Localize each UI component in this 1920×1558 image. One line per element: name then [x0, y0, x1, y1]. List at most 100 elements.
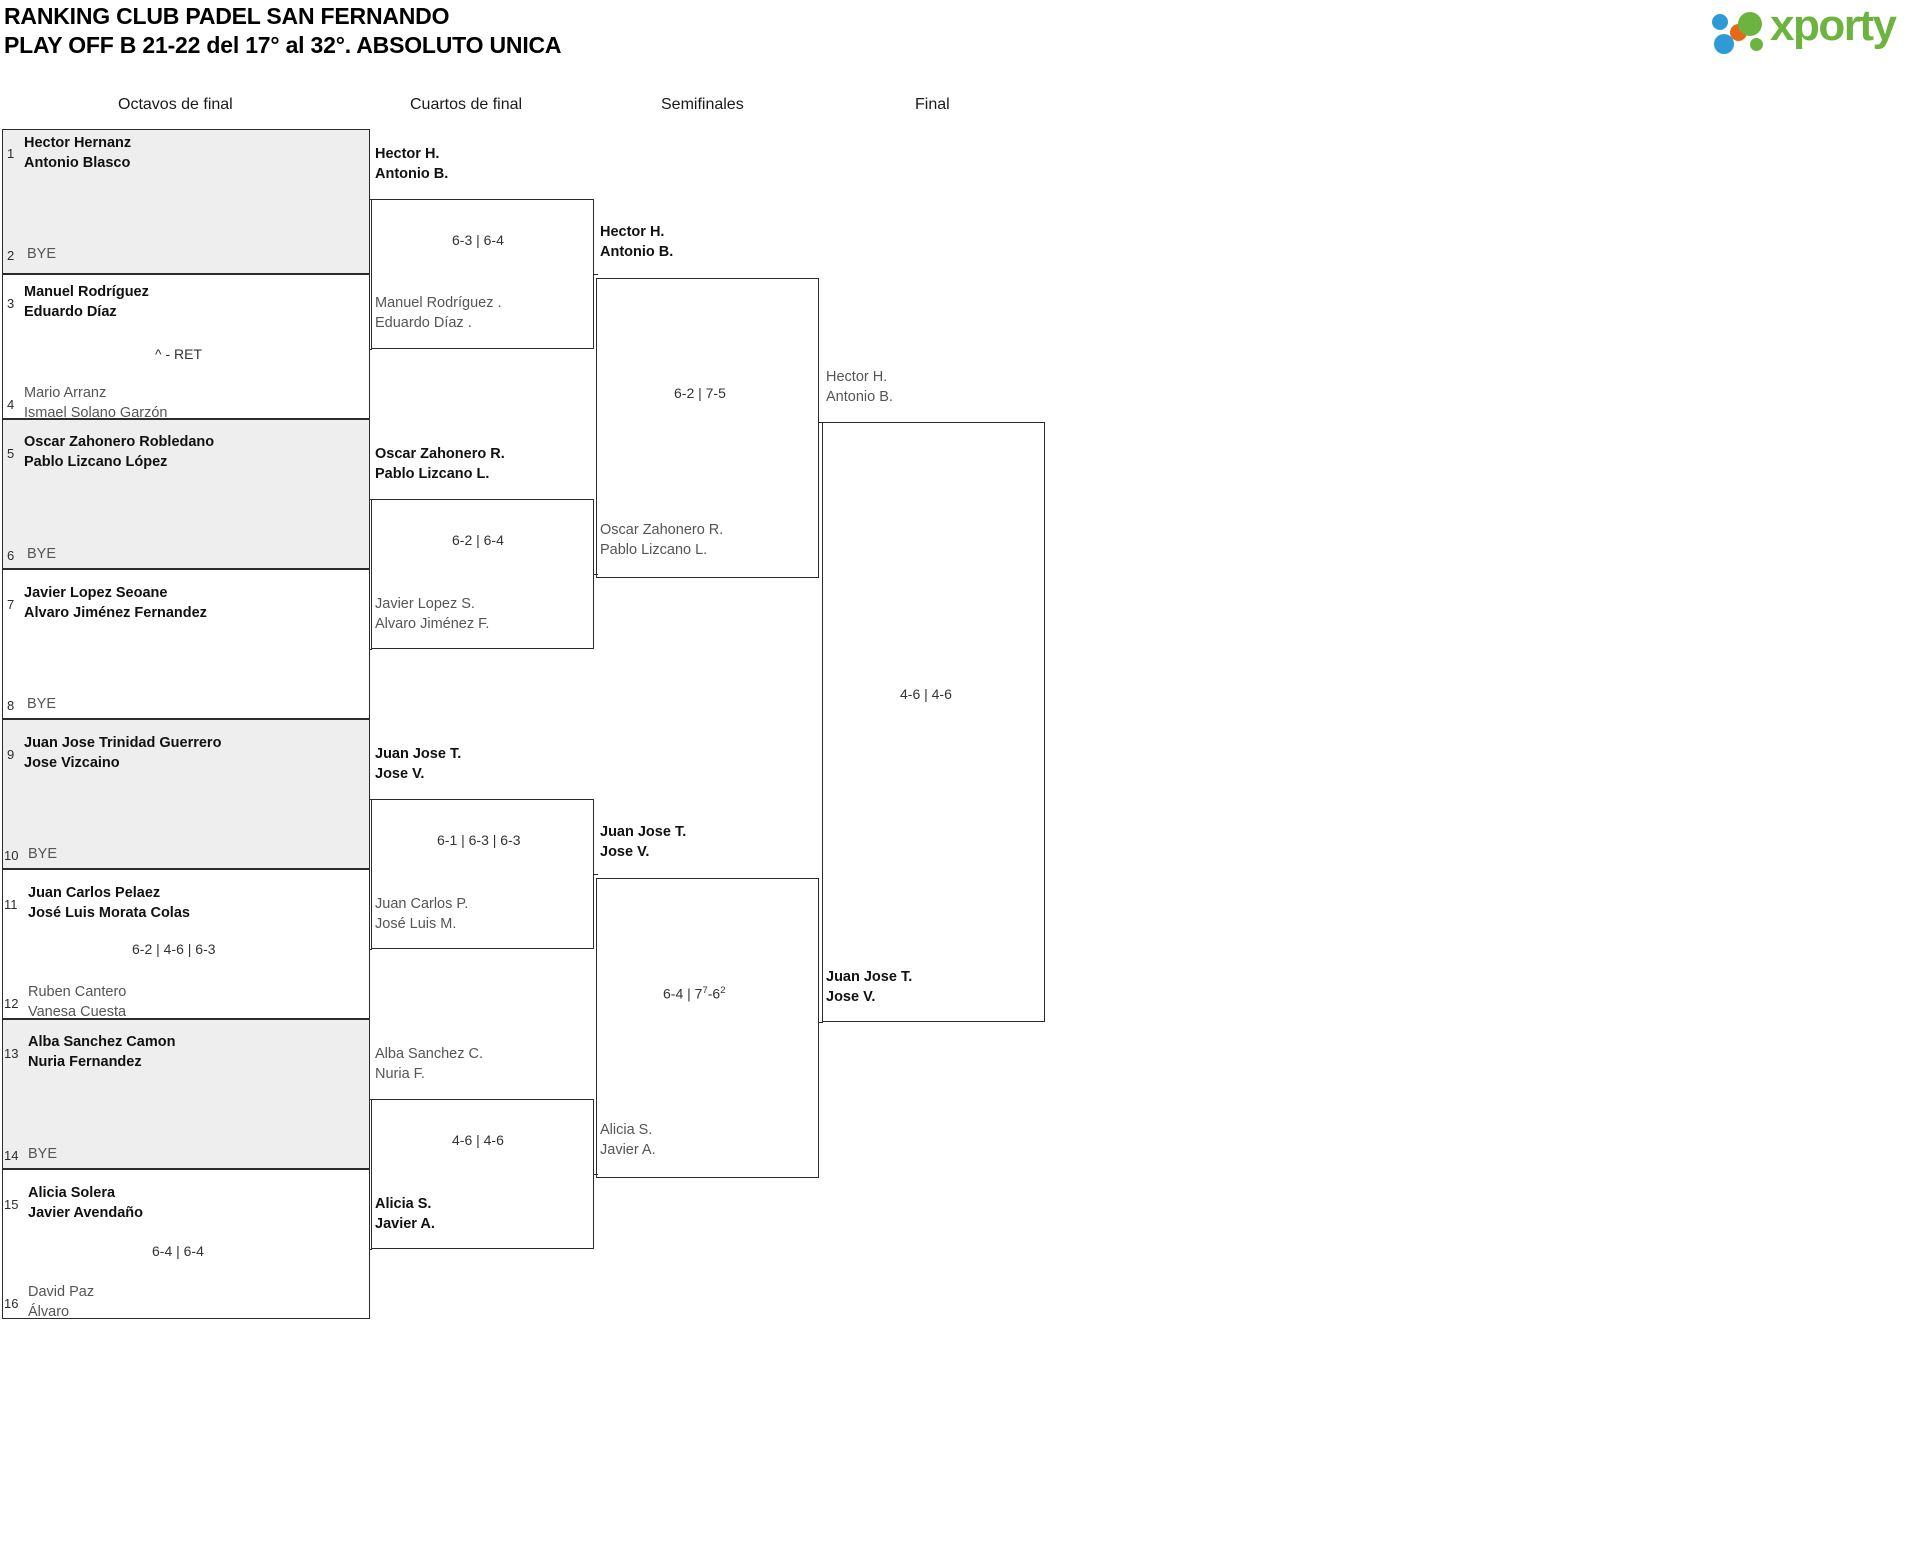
qf-match-3-box[interactable] [371, 799, 594, 949]
qf-match-score: 6-3 | 6-4 [452, 232, 504, 248]
team-player-1: Oscar Zahonero R. [600, 522, 724, 538]
seed-number: 13 [4, 1046, 19, 1061]
team-player-2: Eduardo Díaz . [375, 314, 472, 331]
round-header-semifinales: Semifinales [661, 96, 744, 113]
sf-match-score: 6-2 | 7-5 [674, 385, 726, 401]
r1-match-score: 6-2 | 4-6 | 6-3 [132, 941, 216, 957]
r1-match-2-box[interactable] [2, 274, 370, 419]
qf-team-top: Juan Jose T. Jose V. [375, 745, 461, 784]
connector-line [370, 349, 372, 350]
connector-line [819, 422, 823, 423]
qf-match-score: 6-1 | 6-3 | 6-3 [437, 832, 521, 848]
qf-match-4-box[interactable] [371, 1099, 594, 1249]
seed-number: 2 [7, 248, 15, 263]
final-match-score: 4-6 | 4-6 [900, 686, 952, 702]
team-player-1: Juan Jose Trinidad Guerrero [24, 735, 222, 751]
r1-team-bottom: Mario Arranz Ismael Solano Garzón [24, 384, 167, 423]
r1-team-top: Alba Sanchez Camon Nuria Fernandez [28, 1033, 175, 1072]
team-player-2: Javier Avendaño [28, 1204, 143, 1221]
connector-line [819, 1022, 823, 1023]
r1-match-4-box[interactable] [2, 569, 370, 719]
team-player-1: Hector H. [600, 224, 665, 240]
qf-team-bottom: Manuel Rodríguez . Eduardo Díaz . [375, 294, 502, 333]
score-tiebreak-1: 7 [702, 985, 708, 996]
qf-match-score: 4-6 | 4-6 [452, 1132, 504, 1148]
team-player-2: Nuria F. [375, 1065, 425, 1082]
team-player-1: Javier Lopez S. [375, 596, 475, 612]
r1-team-top: Manuel Rodríguez Eduardo Díaz [24, 283, 149, 322]
r1-match-score: ^ - RET [155, 346, 203, 362]
qf-team-top: Hector H. Antonio B. [375, 145, 448, 184]
qf-team-bottom: Alicia S. Javier A. [375, 1195, 435, 1234]
team-player-2: Jose V. [375, 765, 425, 782]
qf-match-2-box[interactable] [371, 499, 594, 649]
r1-team-bottom: David Paz Álvaro [28, 1283, 94, 1322]
score-main: 6-4 | 7 [663, 985, 703, 1002]
team-player-1: Hector Hernanz [24, 135, 132, 151]
sf-match-1-box[interactable] [596, 278, 819, 578]
team-player-1: Mario Arranz [24, 385, 107, 401]
team-player-2: José Luis Morata Colas [28, 904, 190, 921]
team-player-1: Manuel Rodríguez . [375, 295, 502, 311]
round-header-cuartos: Cuartos de final [410, 96, 523, 113]
team-player-2: Antonio Blasco [24, 154, 131, 171]
team-player-1: Alicia Solera [28, 1185, 116, 1201]
r1-team-top: Juan Jose Trinidad Guerrero Jose Vizcain… [24, 734, 221, 773]
seed-number: 1 [7, 146, 15, 161]
r1-team-bottom: Ruben Cantero Vanesa Cuesta [28, 983, 126, 1022]
team-player-1: Juan Jose T. [600, 824, 687, 840]
logo-dots-icon [1712, 12, 1774, 54]
team-player-2: Jose V. [826, 988, 876, 1005]
seed-number: 7 [7, 597, 15, 612]
team-player-1: Alba Sanchez Camon [28, 1034, 176, 1050]
team-player-1: Ruben Cantero [28, 984, 127, 1000]
team-player-2: Pablo Lizcano López [24, 453, 168, 470]
seed-number: 12 [4, 996, 19, 1011]
sf-match-score: 6-4 | 77-62 [663, 985, 725, 1002]
team-player-1: Hector H. [826, 369, 888, 385]
r1-match-1-box[interactable] [2, 129, 370, 274]
bye-label: BYE [28, 846, 58, 862]
connector-line [594, 274, 598, 275]
bye-label: BYE [27, 546, 57, 562]
connector-line [370, 1099, 372, 1100]
r1-match-5-box[interactable] [2, 719, 370, 869]
sf-match-2-box[interactable] [596, 878, 819, 1178]
team-player-2: Alvaro Jiménez Fernandez [24, 604, 207, 621]
r1-match-3-box[interactable] [2, 419, 370, 569]
team-player-2: José Luis M. [375, 915, 457, 932]
team-player-1: Juan Carlos Pelaez [28, 885, 161, 901]
team-player-2: Javier A. [600, 1141, 656, 1158]
qf-match-score: 6-2 | 6-4 [452, 532, 504, 548]
sf-team-top: Hector H. Antonio B. [600, 223, 673, 262]
round-header-octavos: Octavos de final [118, 96, 233, 113]
qf-match-1-box[interactable] [371, 199, 594, 349]
team-player-2: Nuria Fernandez [28, 1053, 142, 1070]
team-player-2: Jose V. [600, 843, 650, 860]
score-tiebreak-2: 2 [720, 985, 726, 996]
score-mid: -6 [707, 985, 721, 1002]
bye-label: BYE [27, 246, 57, 262]
r1-team-top: Javier Lopez Seoane Alvaro Jiménez Ferna… [24, 584, 207, 623]
r1-match-7-box[interactable] [2, 1019, 370, 1169]
title-line-1: RANKING CLUB PADEL SAN FERNANDO [4, 3, 450, 29]
seed-number: 5 [7, 446, 15, 461]
r1-match-6-box[interactable] [2, 869, 370, 1019]
qf-team-bottom: Javier Lopez S. Alvaro Jiménez F. [375, 595, 489, 634]
connector-line [370, 499, 372, 500]
final-match-box[interactable] [822, 422, 1045, 1022]
seed-number: 8 [7, 698, 15, 713]
round-header-final: Final [915, 96, 950, 113]
team-player-1: Hector H. [375, 146, 440, 162]
team-player-1: Oscar Zahonero Robledano [24, 434, 215, 450]
seed-number: 14 [4, 1148, 19, 1163]
seed-number: 16 [4, 1296, 19, 1311]
final-team-top: Hector H. Antonio B. [826, 368, 893, 407]
sf-team-bottom: Oscar Zahonero R. Pablo Lizcano L. [600, 521, 723, 560]
r1-match-8-box[interactable] [2, 1169, 370, 1319]
xporty-logo: xporty [1712, 4, 1912, 56]
connector-line [370, 1249, 372, 1250]
connector-line [370, 949, 372, 950]
team-player-1: Juan Jose T. [375, 746, 462, 762]
logo-wordmark: xporty [1770, 1, 1897, 50]
